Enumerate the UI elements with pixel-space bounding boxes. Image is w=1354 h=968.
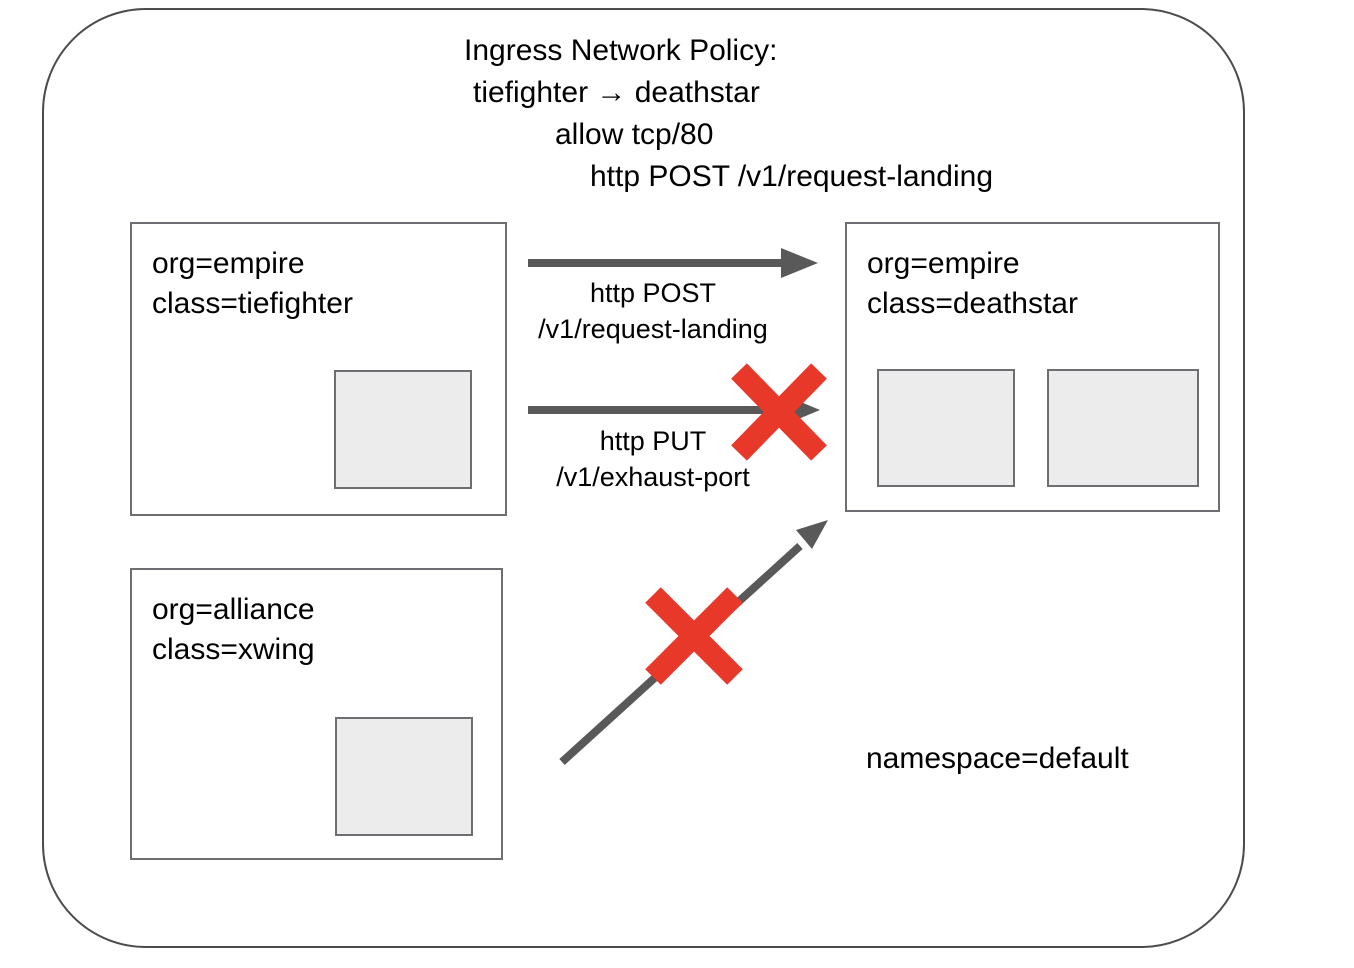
- endpoint-label-org: org=empire: [152, 247, 305, 280]
- flow-label-post-request-landing: http POST /v1/request-landing: [503, 275, 803, 347]
- flow-label-line-2: /v1/exhaust-port: [556, 462, 750, 492]
- endpoint-box-xwing: org=alliance class=xwing: [130, 568, 503, 860]
- policy-title-line-4: http POST /v1/request-landing: [590, 160, 994, 193]
- pod-placeholder: [335, 717, 473, 836]
- endpoint-labels-tiefighter: org=empire class=tiefighter: [152, 244, 353, 324]
- endpoint-labels-xwing: org=alliance class=xwing: [152, 590, 315, 670]
- policy-title: Ingress Network Policy: tiefighter → dea…: [455, 30, 1135, 198]
- endpoint-label-class: class=xwing: [152, 633, 315, 666]
- endpoint-label-org: org=alliance: [152, 593, 315, 626]
- endpoint-label-class: class=deathstar: [867, 287, 1078, 320]
- namespace-boundary: [42, 8, 1245, 948]
- endpoint-label-class: class=tiefighter: [152, 287, 353, 320]
- policy-title-line-3: allow tcp/80: [555, 118, 714, 151]
- flow-label-line-1: http POST: [589, 278, 717, 308]
- endpoint-box-tiefighter: org=empire class=tiefighter: [130, 222, 507, 516]
- namespace-label: namespace=default: [866, 742, 1129, 775]
- policy-title-line-1: Ingress Network Policy:: [464, 34, 778, 67]
- flow-label-put-exhaust-port: http PUT /v1/exhaust-port: [503, 423, 803, 495]
- pod-placeholder: [334, 370, 472, 489]
- policy-title-line-2: tiefighter → deathstar: [473, 76, 760, 109]
- endpoint-box-deathstar: org=empire class=deathstar: [845, 222, 1220, 512]
- endpoint-label-org: org=empire: [867, 247, 1020, 280]
- endpoint-labels-deathstar: org=empire class=deathstar: [867, 244, 1078, 324]
- pod-placeholder: [877, 369, 1015, 487]
- flow-label-line-2: /v1/request-landing: [538, 314, 768, 344]
- flow-label-line-1: http PUT: [599, 426, 707, 456]
- pod-placeholder: [1047, 369, 1199, 487]
